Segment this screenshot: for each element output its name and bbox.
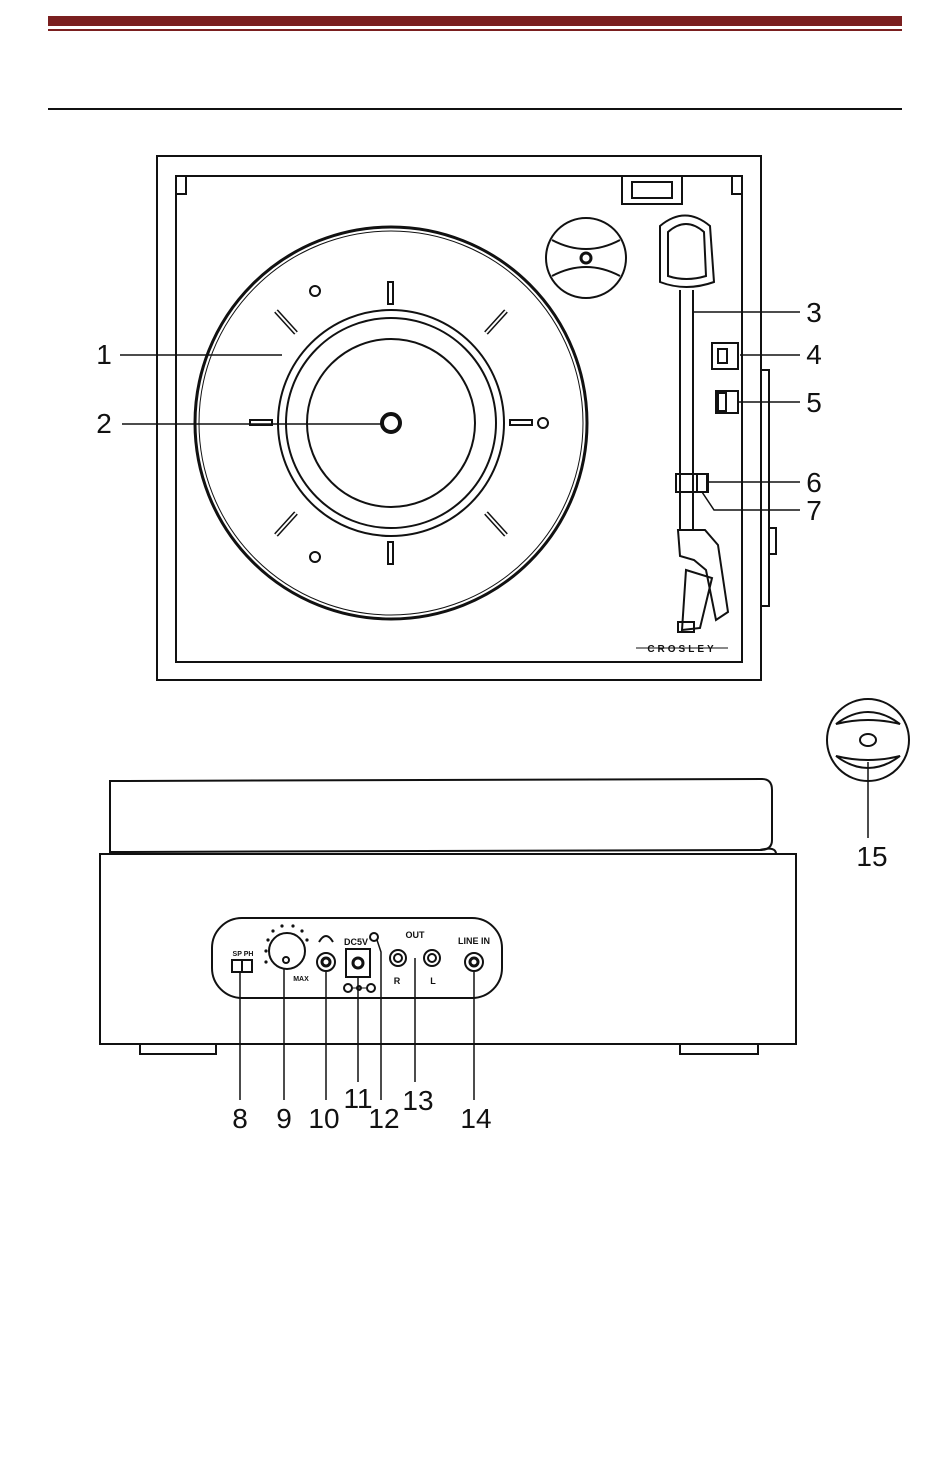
tonearm-base-inner (668, 224, 706, 279)
rca-out-r (390, 950, 406, 966)
switch-4 (712, 343, 738, 369)
dc-label: DC5V (344, 937, 368, 947)
volume-max-label: MAX (293, 976, 309, 983)
screw-top (310, 286, 320, 296)
side-knob (769, 528, 776, 554)
platter-mat-ring (278, 310, 504, 536)
callout-1: 1 (96, 339, 112, 370)
adapter-holder (546, 218, 626, 298)
sp-ph-label: SP PH (233, 951, 254, 958)
switch-5-lever (718, 393, 726, 411)
rca-out-l (424, 950, 440, 966)
adapter-holder-curve-top (552, 240, 620, 249)
callout-13: 13 (402, 1085, 433, 1116)
top-view (157, 156, 776, 680)
arm-rest-clip-inner (632, 182, 672, 198)
screw-bottom (310, 552, 320, 562)
plinth-outline (157, 156, 761, 680)
callout-3: 3 (806, 297, 822, 328)
callout-8: 8 (232, 1103, 248, 1134)
foot-right (680, 1044, 758, 1054)
cabinet (100, 854, 796, 1044)
screw-right (538, 418, 548, 428)
callout-2: 2 (96, 408, 112, 439)
lid (110, 779, 772, 852)
callout-7: 7 (806, 495, 822, 526)
rear-view (100, 779, 796, 1054)
callout-9: 9 (276, 1103, 292, 1134)
callout-12: 12 (368, 1103, 399, 1134)
callout-14: 14 (460, 1103, 491, 1134)
hinge-right (732, 176, 742, 194)
adapter-holder-curve-bottom (552, 267, 620, 276)
hinge-left (176, 176, 186, 194)
arm-lift (697, 474, 707, 492)
callout-6: 6 (806, 467, 822, 498)
line-in-label: LINE IN (458, 936, 490, 946)
out-label: OUT (406, 930, 426, 940)
platter-outer (195, 227, 587, 619)
platter-ticks (250, 282, 532, 564)
headphone-jack (317, 953, 335, 971)
spindle (382, 414, 400, 432)
power-led (370, 933, 378, 941)
platter-outer-ring (199, 231, 583, 615)
adapter-45 (827, 699, 909, 838)
out-l-label: L (430, 976, 436, 986)
platter-mat-ring-inner (286, 318, 496, 528)
foot-left (140, 1044, 216, 1054)
headphone-icon (319, 936, 333, 942)
platter-label-area (307, 339, 475, 507)
line-in-jack (465, 953, 483, 971)
callout-15: 15 (856, 841, 887, 872)
side-panel (761, 370, 769, 606)
out-r-label: R (394, 976, 401, 986)
adapter-holder-hole (581, 253, 591, 263)
callout-4: 4 (806, 339, 822, 370)
callout-10: 10 (308, 1103, 339, 1134)
callout-5: 5 (806, 387, 822, 418)
switch-4-lever (718, 349, 727, 363)
brand-logo: CROSLEY (647, 644, 716, 655)
dc-jack (346, 949, 370, 977)
